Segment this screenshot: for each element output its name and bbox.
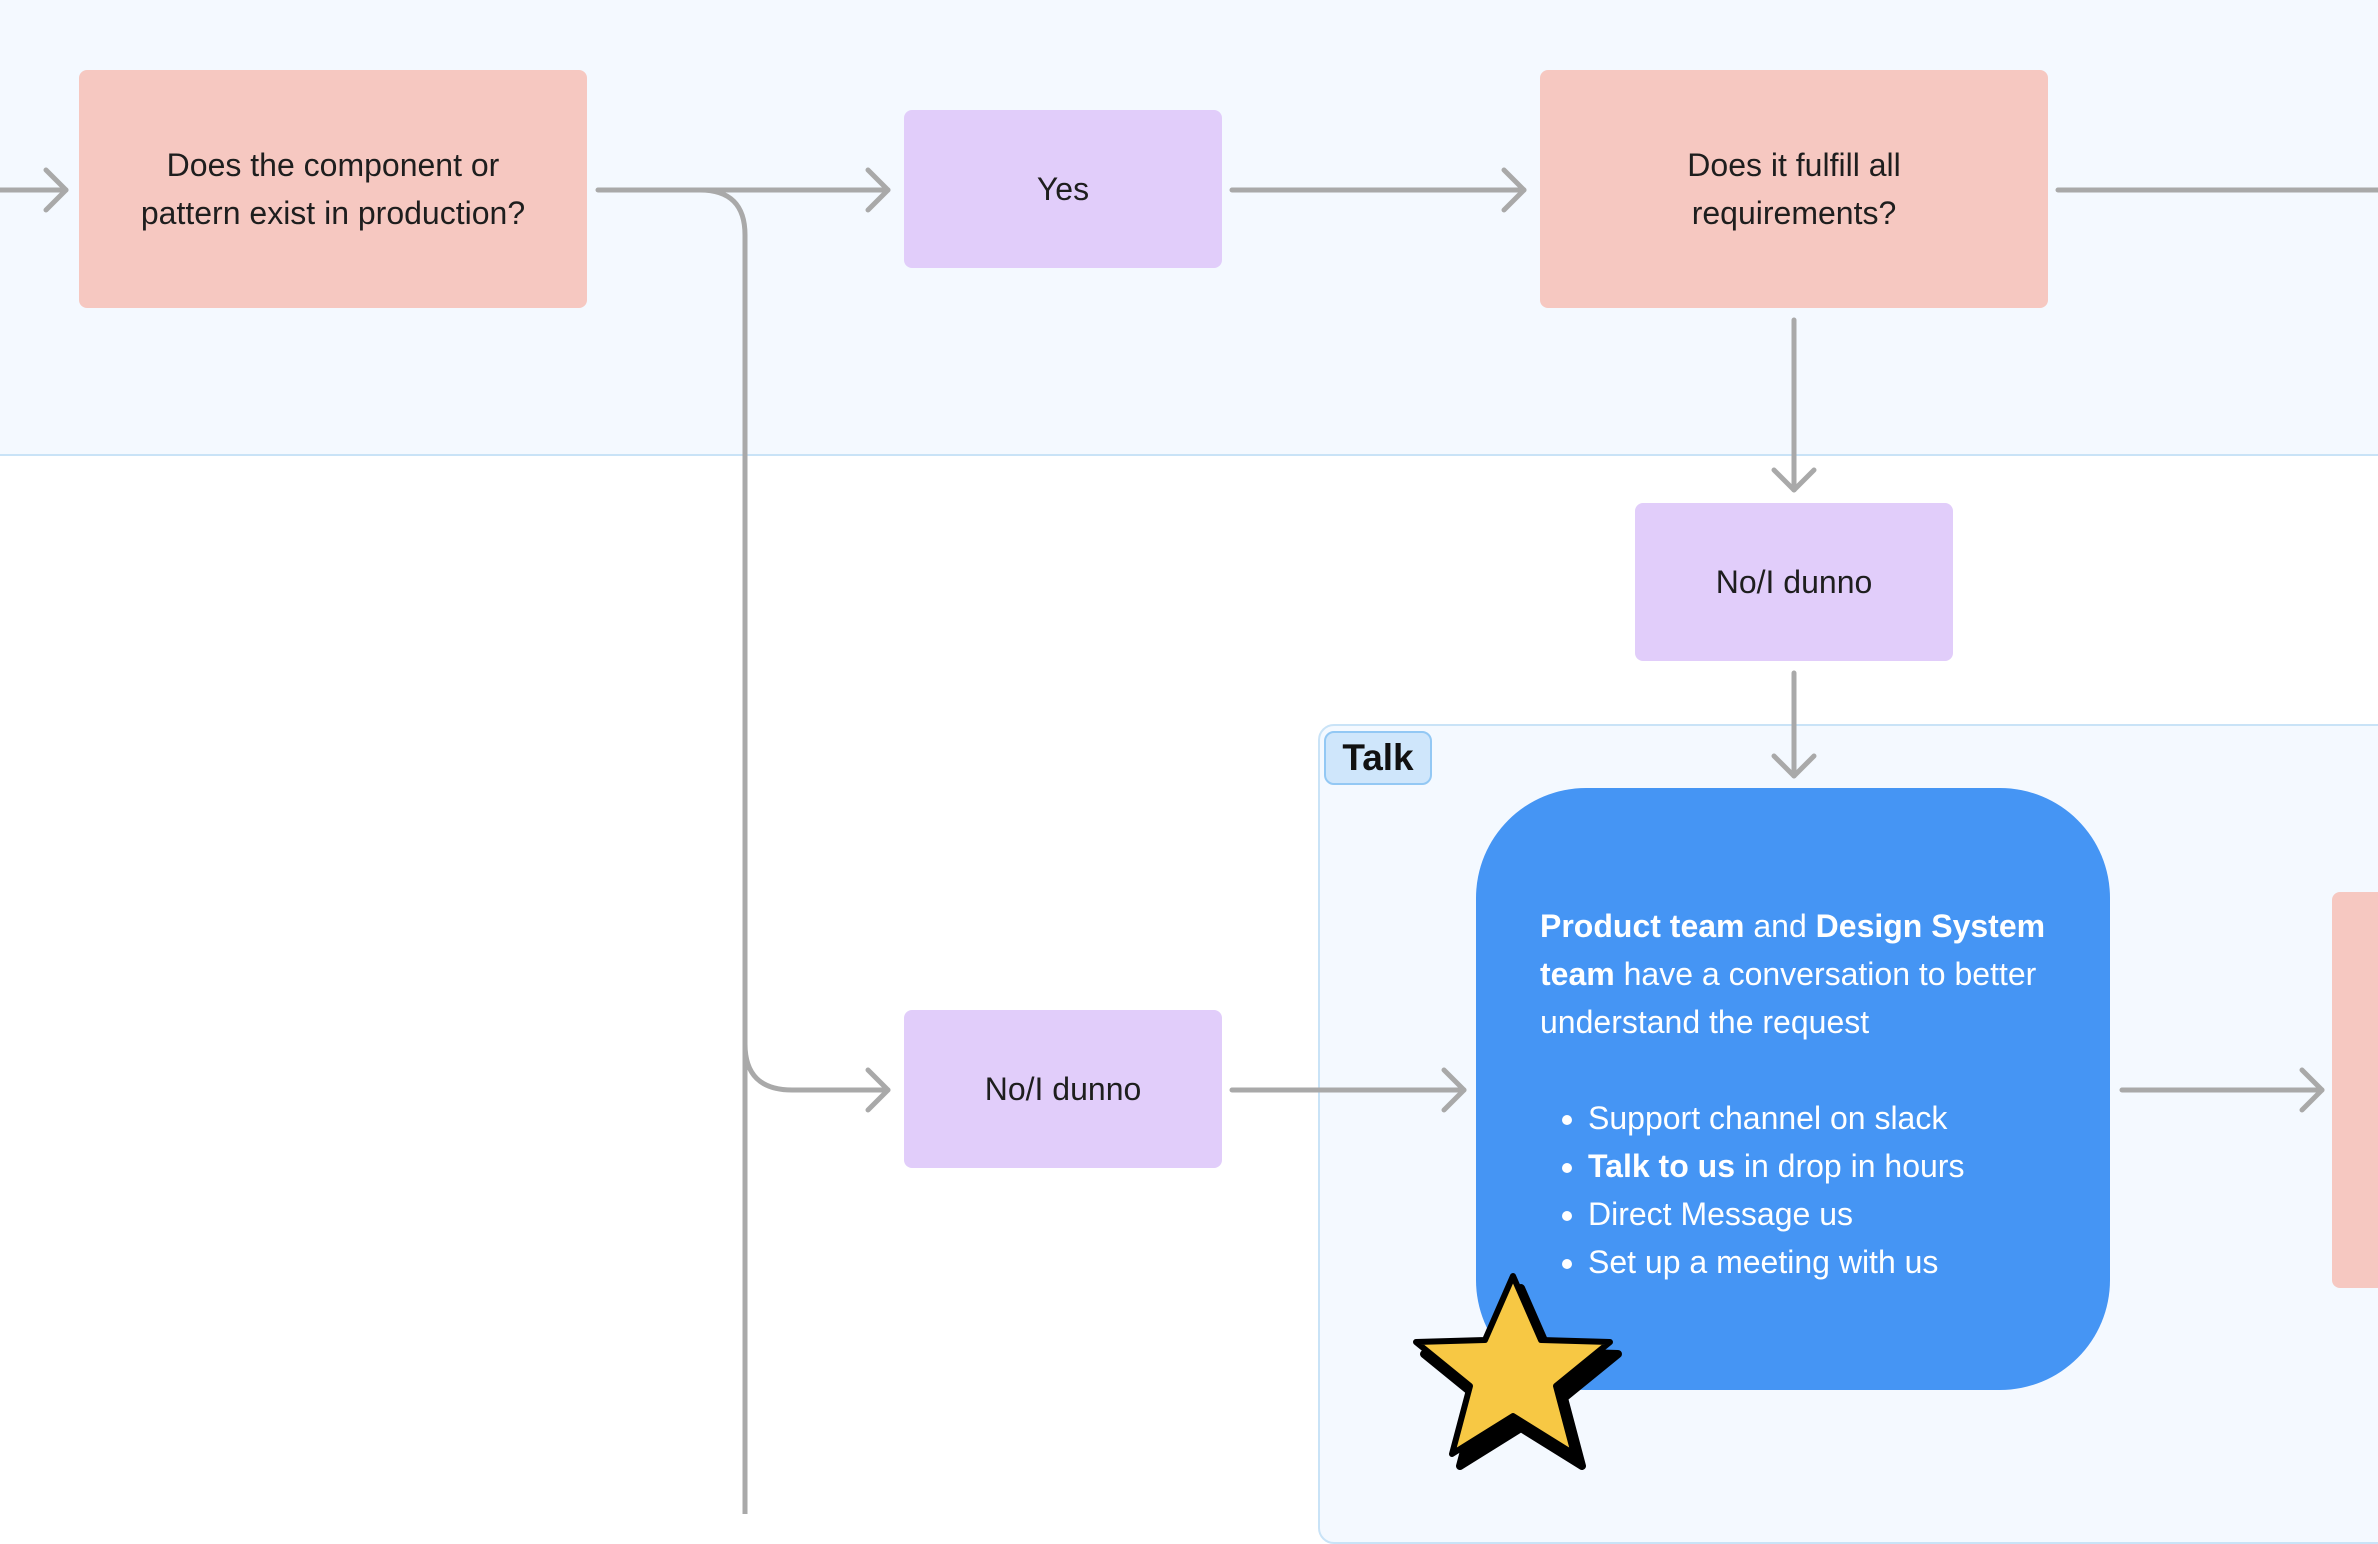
bullet-direct-message: Direct Message us xyxy=(1588,1190,2050,1238)
bullet-meeting: Set up a meeting with us xyxy=(1588,1238,2050,1286)
bullet-talk-to-us-bold: Talk to us xyxy=(1588,1148,1735,1184)
node-fulfill-question[interactable]: Does it fulfill all requirements? xyxy=(1540,70,2048,308)
node-no-dunno-right[interactable]: No/I dunno xyxy=(1635,503,1953,661)
arrowhead xyxy=(865,167,891,213)
card-intro-rest: have a conversation to better understand… xyxy=(1540,956,2037,1040)
arrowhead xyxy=(43,167,69,213)
node-offscreen-next[interactable] xyxy=(2332,892,2378,1288)
arrowhead xyxy=(865,1067,891,1113)
arrowhead xyxy=(1501,167,1527,213)
connector-exists-branch xyxy=(697,187,748,1514)
arrowhead xyxy=(2299,1067,2325,1113)
card-intro-product-team: Product team xyxy=(1540,908,1745,944)
bullet-meeting-text: Set up a meeting with us xyxy=(1588,1244,1939,1280)
arrowhead xyxy=(1771,753,1817,779)
bullet-slack-text: Support channel on slack xyxy=(1588,1100,1948,1136)
arrowhead xyxy=(1771,467,1817,493)
card-intro-and: and xyxy=(1753,908,1807,944)
node-exists-question[interactable]: Does the component or pattern exist in p… xyxy=(79,70,587,308)
connector-branch-to-no xyxy=(742,1041,891,1093)
star-icon[interactable] xyxy=(1400,1252,1630,1482)
bullet-slack: Support channel on slack xyxy=(1588,1094,2050,1142)
bullet-talk-to-us: Talk to us in drop in hours xyxy=(1588,1142,2050,1190)
bullet-talk-to-us-rest: in drop in hours xyxy=(1743,1148,1965,1184)
node-exists-question-text: Does the component or pattern exist in p… xyxy=(140,147,526,231)
node-no-dunno-right-text: No/I dunno xyxy=(1715,564,1873,600)
talk-section-label[interactable]: Talk xyxy=(1324,731,1432,785)
talk-action-card[interactable]: Product team and Design System team have… xyxy=(1476,788,2110,1390)
node-yes-text: Yes xyxy=(1036,171,1090,207)
node-no-dunno-left[interactable]: No/I dunno xyxy=(904,1010,1222,1168)
node-fulfill-question-text: Does it fulfill all requirements? xyxy=(1687,147,1901,231)
card-intro: Product team and Design System team have… xyxy=(1540,902,2050,1046)
card-intro-design-system-team: Design System team xyxy=(1540,908,2046,992)
card-bullet-list: Support channel on slack Talk to us in d… xyxy=(1540,1094,2050,1286)
node-yes[interactable]: Yes xyxy=(904,110,1222,268)
bullet-direct-message-text: Direct Message us xyxy=(1588,1196,1853,1232)
node-no-dunno-left-text: No/I dunno xyxy=(984,1071,1142,1107)
arrowhead xyxy=(1441,1067,1467,1113)
